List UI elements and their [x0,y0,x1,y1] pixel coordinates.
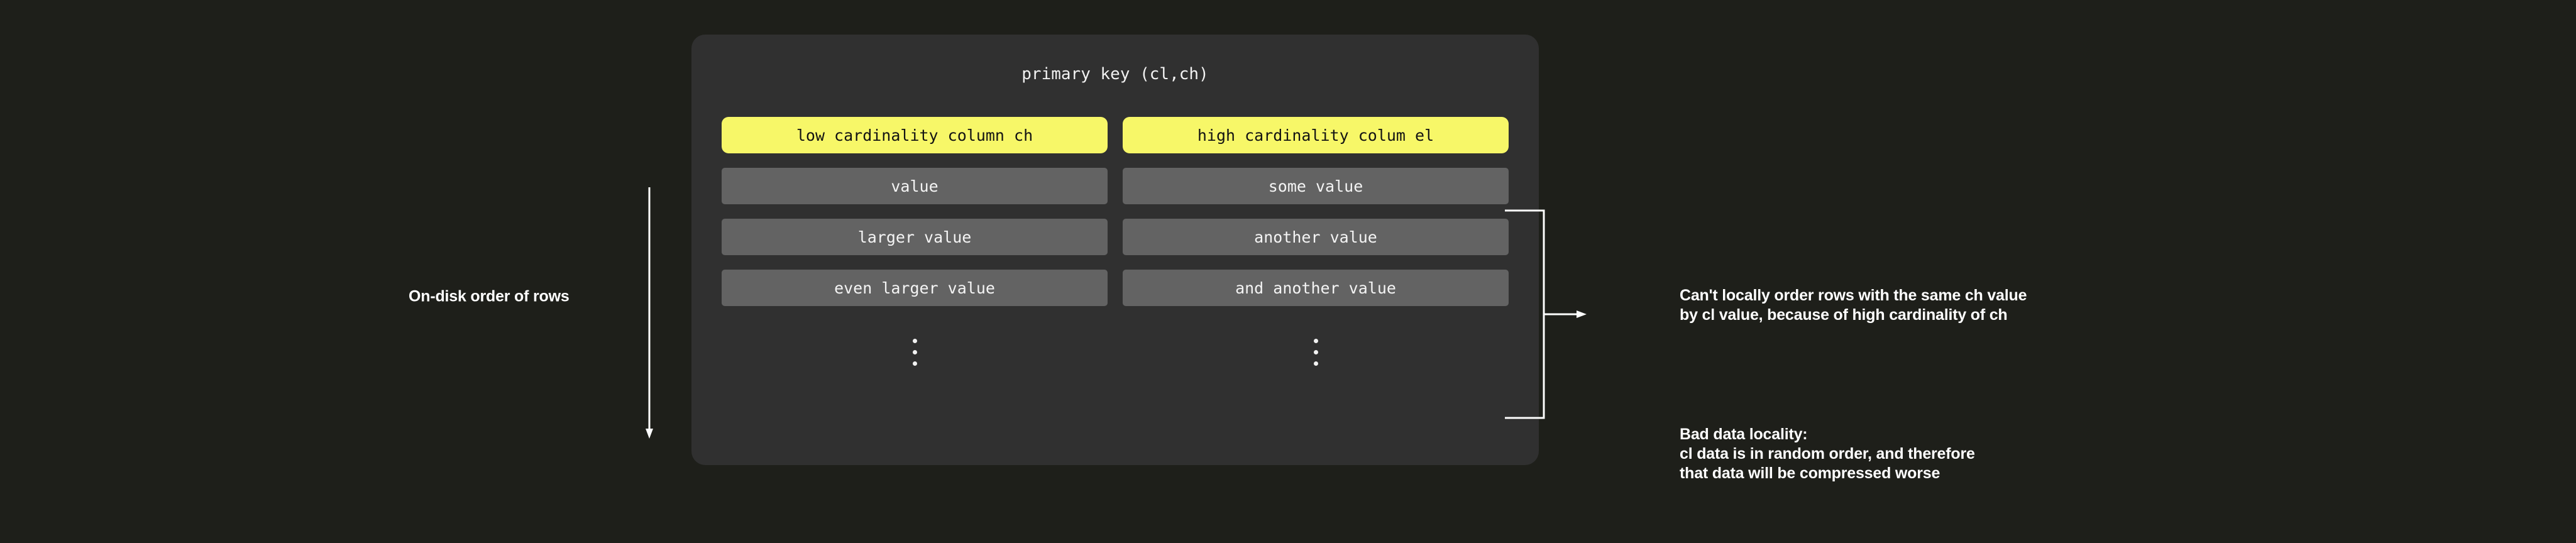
value-cell: value [722,168,1108,204]
value-cell: some value [1123,168,1509,204]
column-header-low-cardinality: low cardinality column ch [722,117,1108,153]
value-cell: another value [1123,219,1509,255]
locality-note-line-1: Bad data locality: [1680,425,1808,443]
vertical-ellipsis-icon [722,321,1108,377]
bracket-connector-icon [1505,207,1587,421]
ellipsis-dot [1313,338,1318,343]
ellipsis-dot [912,338,917,343]
column-high-cardinality: high cardinality colum el some value ano… [1123,117,1509,377]
column-low-cardinality: low cardinality column ch value larger v… [722,117,1108,377]
ellipsis-dot [1313,349,1318,354]
column-header-high-cardinality: high cardinality colum el [1123,117,1509,153]
locality-note: Bad data locality: cl data is in random … [1680,425,1975,483]
cardinality-note: Can't locally order rows with the same c… [1680,286,2027,325]
locality-note-line-3: that data will be compressed worse [1680,464,1940,482]
ellipsis-dot [1313,361,1318,366]
value-cell: larger value [722,219,1108,255]
downward-arrow-icon [644,187,655,439]
ellipsis-dot [912,361,917,366]
locality-note-line-2: cl data is in random order, and therefor… [1680,445,1975,463]
on-disk-order-label: On-disk order of rows [409,287,570,305]
cardinality-note-line-2: by cl value, because of high cardinality… [1680,306,2008,324]
panel-title: primary key (cl,ch) [1021,65,1209,84]
value-cell: and another value [1123,270,1509,306]
cardinality-note-line-1: Can't locally order rows with the same c… [1680,287,2027,304]
value-cell: even larger value [722,270,1108,306]
ellipsis-dot [912,349,917,354]
columns-container: low cardinality column ch value larger v… [722,117,1509,377]
vertical-ellipsis-icon [1123,321,1509,377]
primary-key-panel: primary key (cl,ch) low cardinality colu… [691,35,1539,465]
